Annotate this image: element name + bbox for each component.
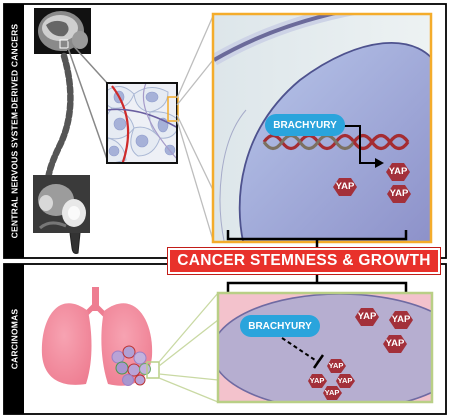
brain-mri-image [34,8,91,54]
pelvis-mri-image [33,175,90,254]
cns-panel-frame [211,12,433,244]
section-label-cns: CENTRAL NERVOUS SYSTEM-DERIVED CANCERS [4,4,24,258]
section-label-carcinomas: CARCINOMAS [4,264,24,414]
dna-helix [262,133,410,151]
callout-line [67,39,109,85]
tumor-cluster [111,345,151,386]
yap-fragment-label: YAP [337,376,353,385]
yap-fragment-label: YAP [309,376,325,385]
yap-label: YAP [388,166,408,177]
yap-fragment-label: YAP [324,388,340,397]
inhibition-line [281,337,319,363]
arrow-head [375,158,384,168]
yap-label: YAP [389,188,409,199]
cancer-stemness-banner: CANCER STEMNESS & GROWTH [168,248,440,274]
yap-fragment-label: YAP [328,361,344,370]
carcinoma-panel-frame [216,291,434,404]
brachyury-label-bottom: BRACHYURY [248,320,312,332]
brachyury-pill-top [265,114,345,136]
activation-arrow [344,125,375,164]
zoom-lines-bottom [158,292,219,403]
yap-hexagons-top [333,163,411,203]
bottom-bracket [226,281,408,292]
inhibition-bar [312,354,325,369]
yap-label: YAP [335,181,355,192]
zoom-lines-top [176,15,214,241]
yap-hexagons-bottom [355,308,413,353]
callout-line [67,47,109,163]
yap-label: YAP [391,314,411,325]
yap-fragments [308,359,355,400]
yap-label: YAP [385,338,405,349]
tissue-inset [106,82,179,164]
lungs-illustration [41,287,160,386]
brachyury-pill-bottom [240,315,320,337]
brachyury-label-top: BRACHYURY [273,119,337,131]
yap-label: YAP [357,311,377,322]
